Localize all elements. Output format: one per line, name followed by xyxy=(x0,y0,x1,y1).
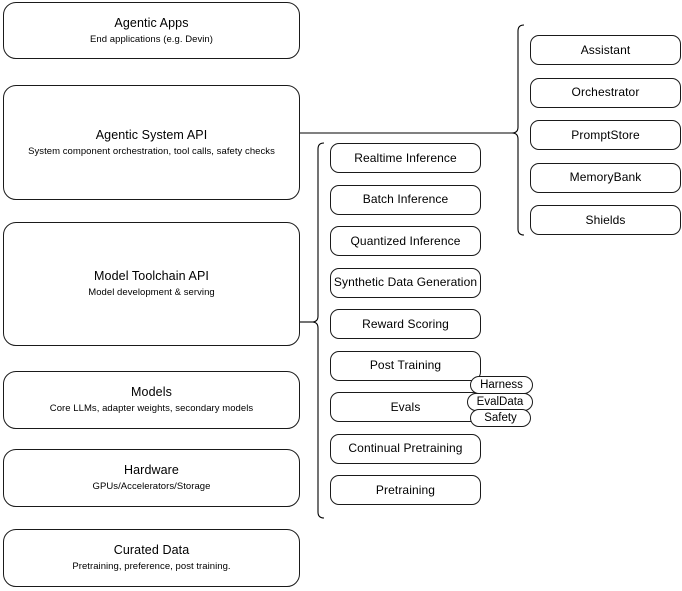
layer-card-agentic-apps[interactable]: Agentic Apps End applications (e.g. Devi… xyxy=(3,2,300,59)
layer-card-model-toolchain-api[interactable]: Model Toolchain API Model development & … xyxy=(3,222,300,346)
system-item-promptstore[interactable]: PromptStore xyxy=(530,120,681,150)
toolchain-item-continual-pretraining[interactable]: Continual Pretraining xyxy=(330,433,481,464)
toolchain-item-quantized-inference[interactable]: Quantized Inference xyxy=(330,226,481,256)
layer-subtitle: Pretraining, preference, post training. xyxy=(72,561,231,572)
layer-subtitle: Model development & serving xyxy=(88,287,215,298)
eval-tag-label: Safety xyxy=(484,411,517,424)
eval-tag-label: Harness xyxy=(480,378,523,391)
pillbox-label: Continual Pretraining xyxy=(348,441,463,455)
eval-tag-safety[interactable]: Safety xyxy=(470,409,531,427)
eval-tag-harness[interactable]: Harness xyxy=(470,376,533,394)
layer-title: Model Toolchain API xyxy=(94,269,209,283)
toolchain-item-evals[interactable]: Evals xyxy=(330,392,481,422)
layer-title: Agentic Apps xyxy=(114,15,189,30)
pillbox-label: Quantized Inference xyxy=(350,233,461,248)
toolchain-item-batch-inference[interactable]: Batch Inference xyxy=(330,184,481,215)
toolchain-item-post-training[interactable]: Post Training xyxy=(330,350,481,381)
pillbox-label: Reward Scoring xyxy=(362,316,449,331)
pillbox-label: Orchestrator xyxy=(571,85,640,99)
pillbox-label: Batch Inference xyxy=(362,192,449,206)
layer-subtitle: GPUs/Accelerators/Storage xyxy=(92,481,211,492)
layer-title: Agentic System API xyxy=(95,127,208,142)
layer-subtitle: Core LLMs, adapter weights, secondary mo… xyxy=(49,403,254,414)
layer-subtitle: System component orchestration, tool cal… xyxy=(28,145,275,157)
pillbox-label: Evals xyxy=(390,399,421,414)
system-item-assistant[interactable]: Assistant xyxy=(530,35,681,65)
toolchain-item-pretraining[interactable]: Pretraining xyxy=(330,475,481,505)
pillbox-label: Pretraining xyxy=(375,482,436,497)
toolchain-api-brace xyxy=(311,142,325,519)
layer-title: Hardware xyxy=(124,463,179,477)
toolchain-item-realtime-inference[interactable]: Realtime Inference xyxy=(330,143,481,173)
layer-card-curated-data[interactable]: Curated Data Pretraining, preference, po… xyxy=(3,529,300,587)
system-item-shields[interactable]: Shields xyxy=(530,205,681,235)
pillbox-label: Synthetic Data Generation xyxy=(333,275,478,289)
layer-subtitle: End applications (e.g. Devin) xyxy=(90,33,213,45)
pillbox-label: Realtime Inference xyxy=(354,150,457,165)
eval-tag-evaldata[interactable]: EvalData xyxy=(467,393,533,411)
layer-title: Curated Data xyxy=(113,543,190,557)
system-item-orchestrator[interactable]: Orchestrator xyxy=(530,77,681,108)
pillbox-label: Assistant xyxy=(580,42,631,57)
toolchain-item-reward-scoring[interactable]: Reward Scoring xyxy=(330,309,481,339)
layer-title: Models xyxy=(131,385,172,399)
system-item-memorybank[interactable]: MemoryBank xyxy=(530,162,681,193)
layer-card-hardware[interactable]: Hardware GPUs/Accelerators/Storage xyxy=(3,449,300,507)
pillbox-label: MemoryBank xyxy=(569,170,642,184)
pillbox-label: PromptStore xyxy=(571,127,640,142)
layer-card-models[interactable]: Models Core LLMs, adapter weights, secon… xyxy=(3,371,300,429)
layer-card-agentic-system-api[interactable]: Agentic System API System component orch… xyxy=(3,85,300,200)
eval-tag-label: EvalData xyxy=(476,395,524,408)
toolchain-item-synthetic-data-generation[interactable]: Synthetic Data Generation xyxy=(330,267,481,298)
pillbox-label: Post Training xyxy=(369,358,442,372)
system-api-brace xyxy=(511,24,525,236)
pillbox-label: Shields xyxy=(585,212,626,227)
